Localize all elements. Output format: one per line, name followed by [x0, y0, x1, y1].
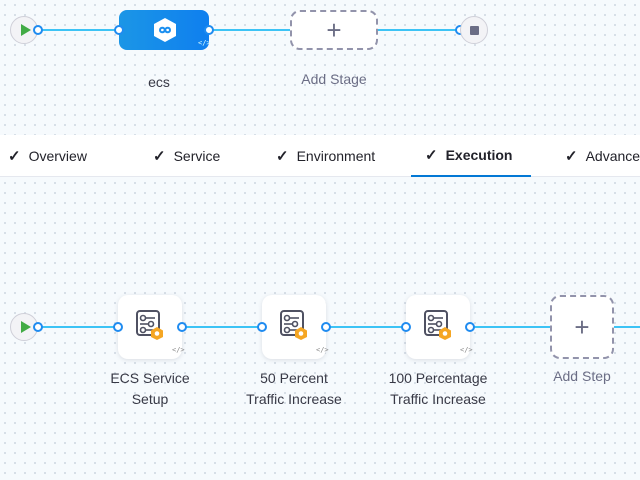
stage-name: ecs — [148, 74, 170, 90]
stage-tabs: ✓ Overview ✓ Service ✓ Environment ✓ Executi… — [0, 135, 640, 177]
tab-label: Advanced — [585, 148, 640, 164]
step-node[interactable]: </> — [262, 295, 329, 359]
port[interactable] — [321, 322, 331, 332]
tab-environment[interactable]: ✓ Environment — [276, 135, 375, 177]
stage-ecs[interactable]: </> — [119, 10, 211, 50]
ecs-step-icon — [136, 310, 164, 345]
tab-label: Execution — [445, 147, 513, 163]
check-icon: ✓ — [153, 148, 166, 165]
step-label-line: Setup — [131, 391, 169, 407]
check-icon: ✓ — [425, 147, 438, 164]
ecs-step-icon — [280, 310, 308, 345]
port[interactable] — [401, 322, 411, 332]
step-label-line: ECS Service — [110, 370, 190, 386]
execution-start-icon — [10, 313, 38, 341]
pipeline-end-icon — [460, 16, 488, 44]
step-label-line: Traffic Increase — [390, 391, 486, 407]
check-icon: ✓ — [276, 148, 289, 165]
yaml-icon: </> — [460, 346, 473, 354]
check-icon: ✓ — [565, 148, 578, 165]
ecs-stage-icon — [154, 18, 176, 42]
plus-icon: + — [326, 14, 342, 45]
tab-advanced[interactable]: ✓ Advanced — [565, 135, 640, 177]
port[interactable] — [33, 322, 43, 332]
yaml-icon: </> — [198, 39, 211, 47]
port[interactable] — [33, 25, 43, 35]
port[interactable] — [114, 25, 124, 35]
tab-overview[interactable]: ✓ Overview — [8, 135, 87, 177]
yaml-icon: </> — [172, 346, 185, 354]
tab-execution[interactable]: ✓ Execution — [411, 135, 531, 177]
tab-label: Service — [173, 148, 221, 164]
add-stage-label: Add Stage — [301, 71, 367, 87]
tab-label: Environment — [296, 148, 376, 164]
step-label-line: 50 Percent — [260, 370, 328, 386]
tab-service[interactable]: ✓ Service — [153, 135, 220, 177]
port[interactable] — [177, 322, 187, 332]
yaml-icon: </> — [316, 346, 329, 354]
port[interactable] — [257, 322, 267, 332]
pipeline-canvas: </> ecs + Add Stage — [0, 0, 640, 135]
add-stage-button[interactable]: + — [290, 10, 378, 50]
step-node[interactable]: </> — [406, 295, 473, 359]
port[interactable] — [204, 25, 214, 35]
add-step-button[interactable]: + — [550, 295, 614, 359]
tab-label: Overview — [28, 148, 87, 164]
step-label-line: 100 Percentage — [388, 370, 488, 386]
plus-icon: + — [574, 311, 590, 342]
step-label-line: Traffic Increase — [246, 391, 342, 407]
ecs-step-icon — [424, 310, 452, 345]
step-node[interactable]: </> — [118, 295, 185, 359]
port[interactable] — [465, 322, 475, 332]
add-step-label: Add Step — [553, 368, 611, 384]
port[interactable] — [113, 322, 123, 332]
check-icon: ✓ — [8, 148, 21, 165]
